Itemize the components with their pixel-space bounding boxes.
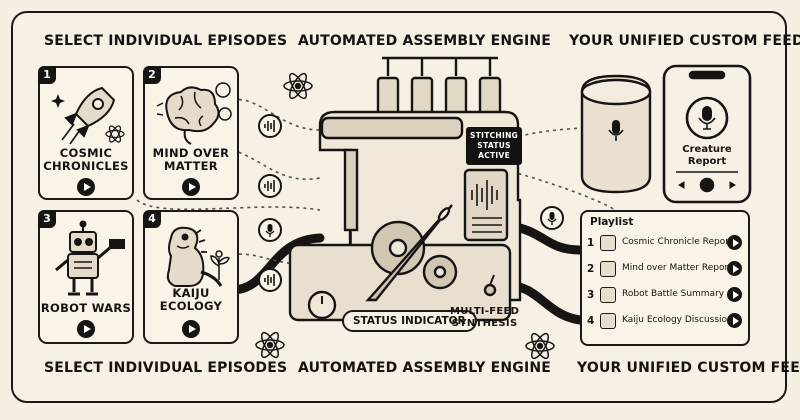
playlist-item[interactable]: 3 Robot Battle Summary	[585, 285, 745, 307]
now-playing-title: Creature Report	[682, 144, 732, 167]
robot-icon	[55, 220, 125, 296]
rocket-icon	[51, 86, 125, 145]
playlist-item-label: Cosmic Chronicle Report	[622, 237, 733, 247]
rocket-thumbnail-icon	[600, 235, 616, 251]
playlist-item-label: Mind over Matter Report	[622, 263, 732, 273]
brain-icon	[156, 82, 232, 145]
podcast-mic-icon	[698, 106, 716, 130]
robot-thumbnail-icon	[600, 287, 616, 303]
microphone-icon	[608, 120, 624, 141]
playlist-item[interactable]: 2 Mind over Matter Report	[585, 259, 745, 281]
episode-title: ROBOT WARS	[40, 301, 132, 315]
play-button[interactable]	[727, 313, 742, 328]
heading-custom-feed-top: YOUR UNIFIED CUSTOM FEED	[569, 33, 800, 49]
multi-feed-synthesis-label: MULTI-FEED SYNTHESIS	[450, 306, 520, 329]
playlist-item-label: Kaiju Ecology Discussion	[622, 315, 733, 325]
heading-custom-feed-bottom: YOUR UNIFIED CUSTOM FEED	[577, 360, 800, 376]
atom-icons	[255, 72, 555, 360]
playlist-item-number: 1	[587, 237, 595, 249]
episode-number: 2	[143, 66, 161, 84]
smart-speaker	[580, 74, 652, 194]
playlist-item-number: 3	[587, 289, 595, 301]
dinosaur-thumbnail-icon	[600, 313, 616, 329]
status-indicator-label: STATUS INDICATOR	[342, 310, 477, 332]
play-button[interactable]	[727, 235, 742, 250]
play-button[interactable]	[727, 261, 742, 276]
episode-number: 4	[143, 210, 161, 228]
playlist-item-label: Robot Battle Summary	[622, 289, 725, 299]
assembly-machine	[288, 56, 522, 322]
play-button[interactable]	[727, 287, 742, 302]
heading-select-episodes-top: SELECT INDIVIDUAL EPISODES	[44, 33, 288, 49]
play-button[interactable]	[182, 320, 200, 338]
heading-select-episodes-bottom: SELECT INDIVIDUAL EPISODES	[44, 360, 288, 376]
dinosaur-icon	[166, 226, 230, 287]
phone	[662, 64, 752, 204]
episode-number: 3	[38, 210, 56, 228]
brain-thumbnail-icon	[600, 261, 616, 277]
playlist-item[interactable]: 4 Kaiju Ecology Discussion	[585, 311, 745, 333]
heading-assembly-engine-top: AUTOMATED ASSEMBLY ENGINE	[298, 33, 552, 49]
episode-card-robot-wars[interactable]: 3 ROBOT WARS	[38, 210, 134, 344]
cable-left-bottom	[227, 233, 325, 295]
heading-assembly-engine-bottom: AUTOMATED ASSEMBLY ENGINE	[298, 360, 552, 376]
episode-number: 1	[38, 66, 56, 84]
play-button[interactable]	[182, 178, 200, 196]
audio-wave-icons	[258, 114, 564, 292]
playlist-panel: Playlist 1 Cosmic Chronicle Report 2 Min…	[580, 210, 750, 346]
playlist-title: Playlist	[590, 216, 634, 228]
playlist-item-number: 4	[587, 315, 595, 327]
playlist-item[interactable]: 1 Cosmic Chronicle Report	[585, 233, 745, 255]
play-button[interactable]	[77, 178, 95, 196]
playlist-item-number: 2	[587, 263, 595, 275]
stitching-status-badge: STITCHING STATUS ACTIVE	[466, 127, 523, 165]
play-button[interactable]	[77, 320, 95, 338]
